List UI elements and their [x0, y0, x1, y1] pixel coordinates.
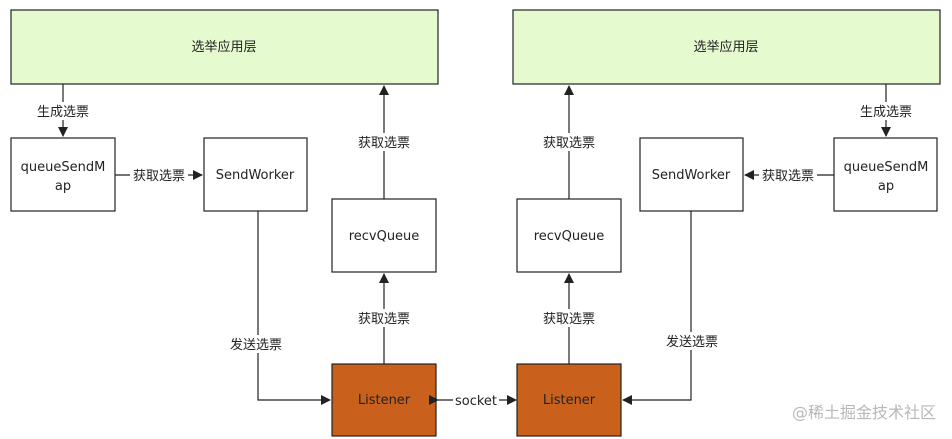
- right-send-worker-label: SendWorker: [652, 168, 731, 183]
- left-queue-send-map-label-line1: queueSendM: [21, 160, 106, 175]
- left-app-layer-label: 选举应用层: [191, 39, 256, 55]
- left-edge-worker-to-listener: [257, 211, 331, 405]
- left-send-worker-box: [203, 137, 308, 212]
- right-listener-box: [516, 363, 622, 437]
- right-recv-queue-label: recvQueue: [534, 229, 605, 244]
- right-edge-label-generate: 生成选票: [860, 105, 912, 120]
- left-edge-label-get-listener-queue: 获取选票: [358, 312, 410, 327]
- left-listener-box: [331, 363, 437, 437]
- socket-label: socket: [455, 394, 497, 409]
- left-send-worker-label: SendWorker: [216, 168, 295, 183]
- right-edge-label-send: 发送选票: [666, 334, 718, 350]
- left-app-layer-box: [10, 9, 439, 85]
- left-edge-label-get-map-worker: 获取选票: [133, 169, 185, 184]
- right-listener-label: Listener: [543, 393, 596, 408]
- right-edge-label-get-map-worker: 获取选票: [762, 169, 814, 184]
- right-app-layer-label: 选举应用层: [693, 39, 758, 55]
- right-cluster: 选举应用层 queueSendM ap SendWorker recvQueue…: [512, 9, 941, 437]
- right-edge-worker-to-listener: [622, 211, 692, 405]
- right-send-worker-box: [639, 137, 744, 212]
- left-queue-send-map-box: [10, 137, 116, 212]
- right-edge-label-get-queue-app: 获取选票: [543, 136, 595, 151]
- right-queue-send-map-label-line2: ap: [878, 179, 894, 194]
- left-cluster: 选举应用层 queueSendM ap SendWorker recvQueue…: [10, 9, 439, 437]
- right-queue-send-map-label-line1: queueSendM: [844, 160, 929, 175]
- left-edge-label-send: 发送选票: [230, 337, 282, 353]
- left-recv-queue-box: [331, 198, 437, 273]
- left-edge-label-get-queue-app: 获取选票: [358, 136, 410, 151]
- left-listener-label: Listener: [358, 393, 411, 408]
- right-queue-send-map-box: [833, 137, 938, 212]
- left-queue-send-map-label-line2: ap: [55, 179, 71, 194]
- left-edge-label-generate: 生成选票: [37, 105, 89, 120]
- right-recv-queue-box: [516, 198, 622, 273]
- right-app-layer-box: [512, 9, 941, 85]
- socket-link: socket: [429, 391, 517, 409]
- left-recv-queue-label: recvQueue: [349, 229, 420, 244]
- right-edge-label-get-listener-queue: 获取选票: [543, 312, 595, 327]
- watermark: @稀土掘金技术社区: [792, 403, 936, 422]
